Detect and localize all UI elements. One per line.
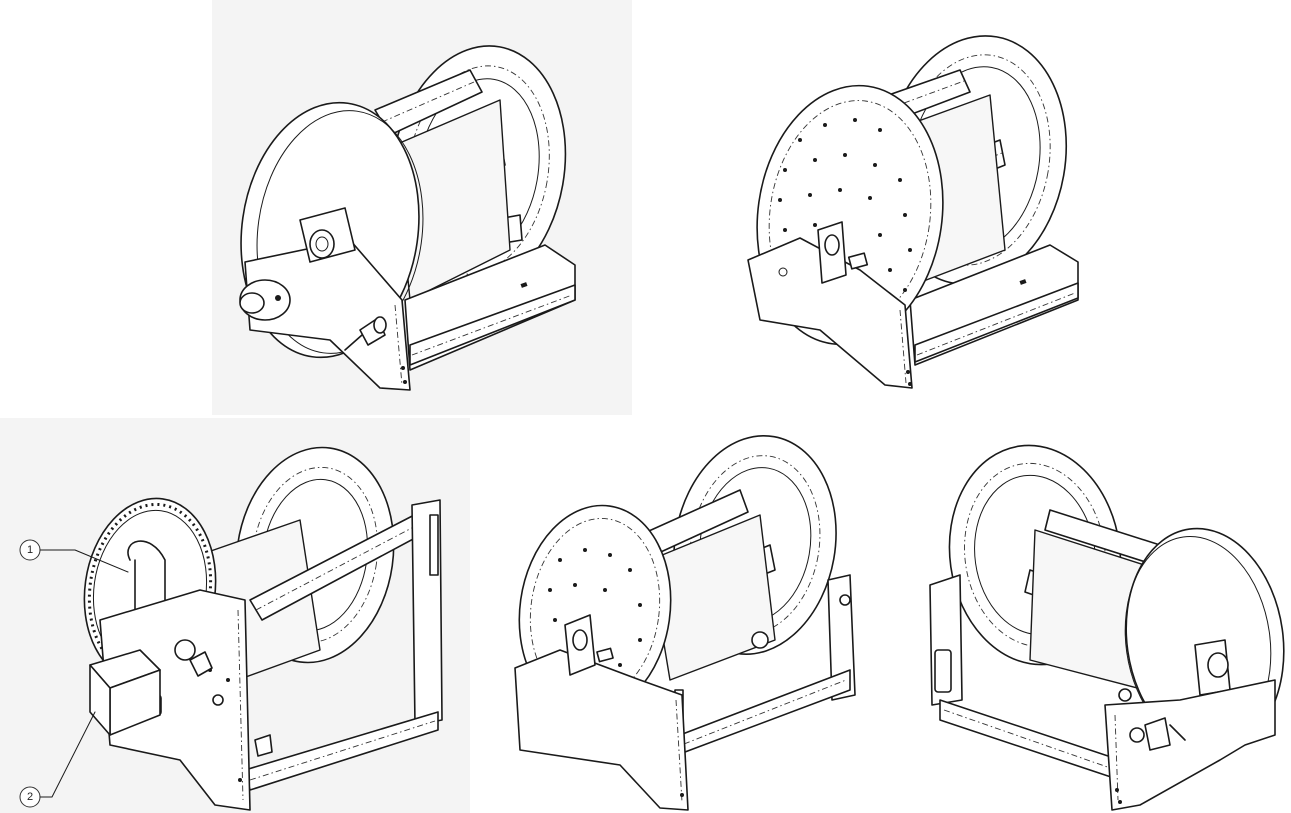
reel-view-bottom-right [929,444,1285,811]
reel-view-bottom-middle [514,434,856,811]
reel-view-bottom-left: 1 2 [19,446,443,811]
callout-2-label: 2 [27,791,33,803]
flange-perforations [778,118,912,302]
callout-2: 2 [19,711,96,808]
callout-1-label: 1 [27,544,33,556]
reel-view-top-left [239,45,576,391]
reel-view-top-right [747,35,1079,389]
callout-1: 1 [19,539,129,573]
